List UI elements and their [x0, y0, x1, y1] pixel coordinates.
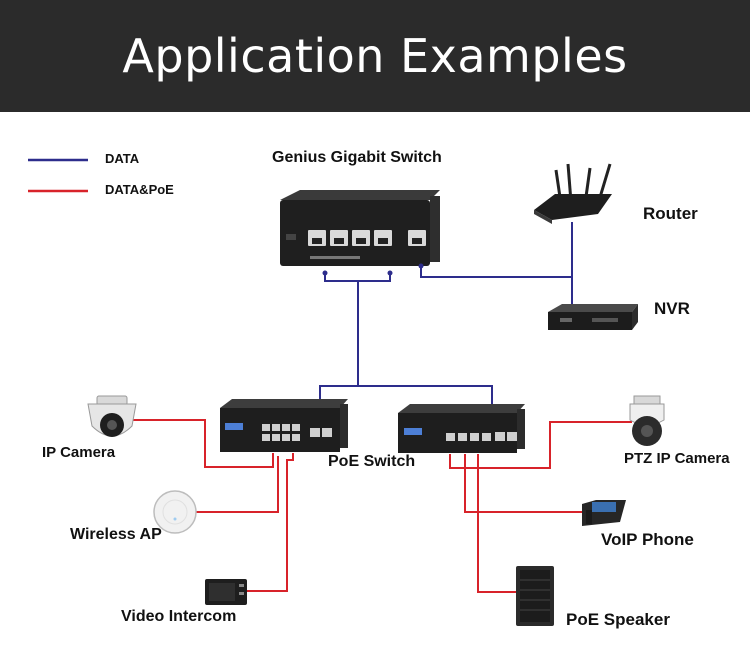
link-poe-speaker — [477, 454, 516, 593]
nvr-icon — [548, 304, 638, 330]
ip-phone-icon — [582, 500, 626, 526]
intercom-icon — [205, 579, 247, 605]
link-core-to-router-nvr — [420, 268, 572, 278]
router-label: Router — [643, 204, 698, 223]
dome-camera-icon — [87, 395, 137, 437]
poe-switch-right-icon — [398, 404, 525, 453]
wireless-ap-label: Wireless AP — [70, 526, 162, 543]
link-voip-phone — [464, 454, 588, 513]
poe-speaker-label: PoE Speaker — [566, 610, 670, 629]
router-icon — [534, 163, 612, 224]
poe-switch-label: PoE Switch — [328, 453, 416, 470]
nvr-label: NVR — [654, 299, 690, 318]
link-video-intercom — [246, 453, 294, 592]
ptz-camera-icon — [629, 395, 665, 446]
poe-links — [132, 419, 632, 593]
title-banner — [0, 0, 750, 112]
ptz-camera-label: PTZ IP Camera — [624, 450, 730, 467]
link-ptz-camera — [449, 421, 632, 469]
voip-phone-label: VoIP Phone — [601, 530, 694, 549]
link-ip-camera — [132, 419, 274, 468]
page-title: Application Examples — [122, 29, 628, 83]
link-wireless-ap — [192, 456, 279, 513]
link-core-to-poe-switches — [324, 275, 391, 282]
access-point-icon — [153, 490, 197, 534]
speaker-icon — [516, 566, 554, 626]
core-switch-label: Genius Gigabit Switch — [272, 149, 442, 166]
legend-poe-label: DATA&PoE — [105, 182, 174, 197]
video-intercom-label: Video Intercom — [121, 608, 237, 625]
core-switch-icon — [280, 190, 440, 276]
data-links — [319, 222, 573, 408]
ip-camera-label: IP Camera — [42, 444, 116, 461]
poe-switch-left-icon — [220, 399, 348, 452]
legend-data-label: DATA — [105, 151, 140, 166]
